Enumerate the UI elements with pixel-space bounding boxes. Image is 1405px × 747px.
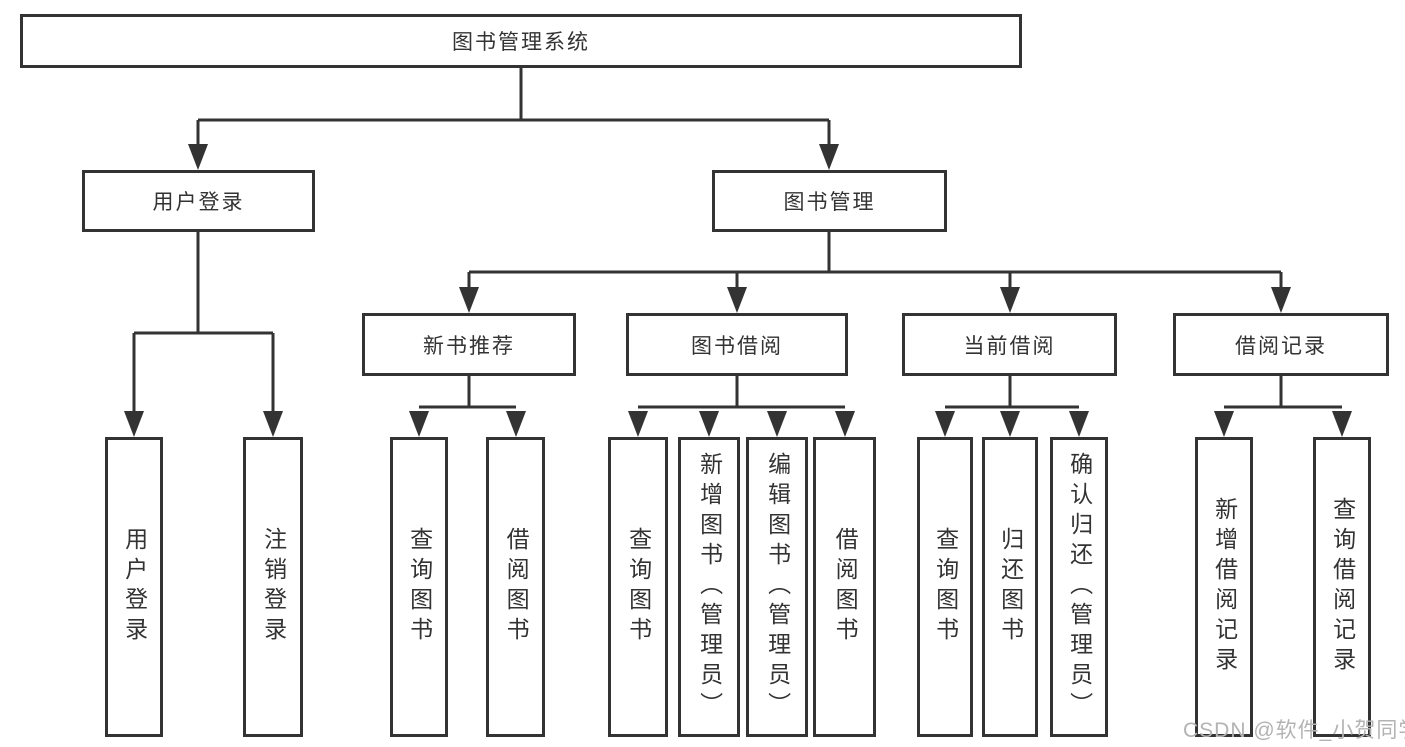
node-borrowing-records: 借阅记录 (1173, 313, 1389, 376)
leaf-return-books: 归还图书 (982, 437, 1038, 737)
leaf-edit-book-admin: 编辑图书（管理员） (746, 437, 808, 737)
leaf-search-books-current: 查询图书 (917, 437, 973, 737)
node-new-book-recommendation: 新书推荐 (362, 313, 576, 376)
csdn-watermark: CSDN @软件_小贺同学 (1183, 719, 1405, 742)
leaf-confirm-return-admin: 确认归还（管理员） (1050, 437, 1108, 737)
leaf-add-book-admin: 新增图书（管理员） (678, 437, 740, 737)
node-user-login: 用户登录 (82, 170, 315, 232)
leaf-borrow-books: 借阅图书 (813, 437, 876, 737)
leaf-user-login: 用户登录 (105, 437, 163, 737)
node-current-borrowing: 当前借阅 (902, 313, 1117, 376)
leaf-add-borrow-record: 新增借阅记录 (1195, 437, 1253, 737)
node-book-management: 图书管理 (712, 170, 947, 232)
node-library-management-system: 图书管理系统 (20, 14, 1022, 68)
leaf-search-books-borrow: 查询图书 (608, 437, 668, 737)
leaf-borrow-books-recommend: 借阅图书 (486, 437, 545, 737)
leaf-search-books-recommend: 查询图书 (390, 437, 448, 737)
leaf-search-borrow-record: 查询借阅记录 (1313, 437, 1371, 737)
node-book-borrowing: 图书借阅 (626, 313, 848, 376)
leaf-logout: 注销登录 (243, 437, 303, 737)
